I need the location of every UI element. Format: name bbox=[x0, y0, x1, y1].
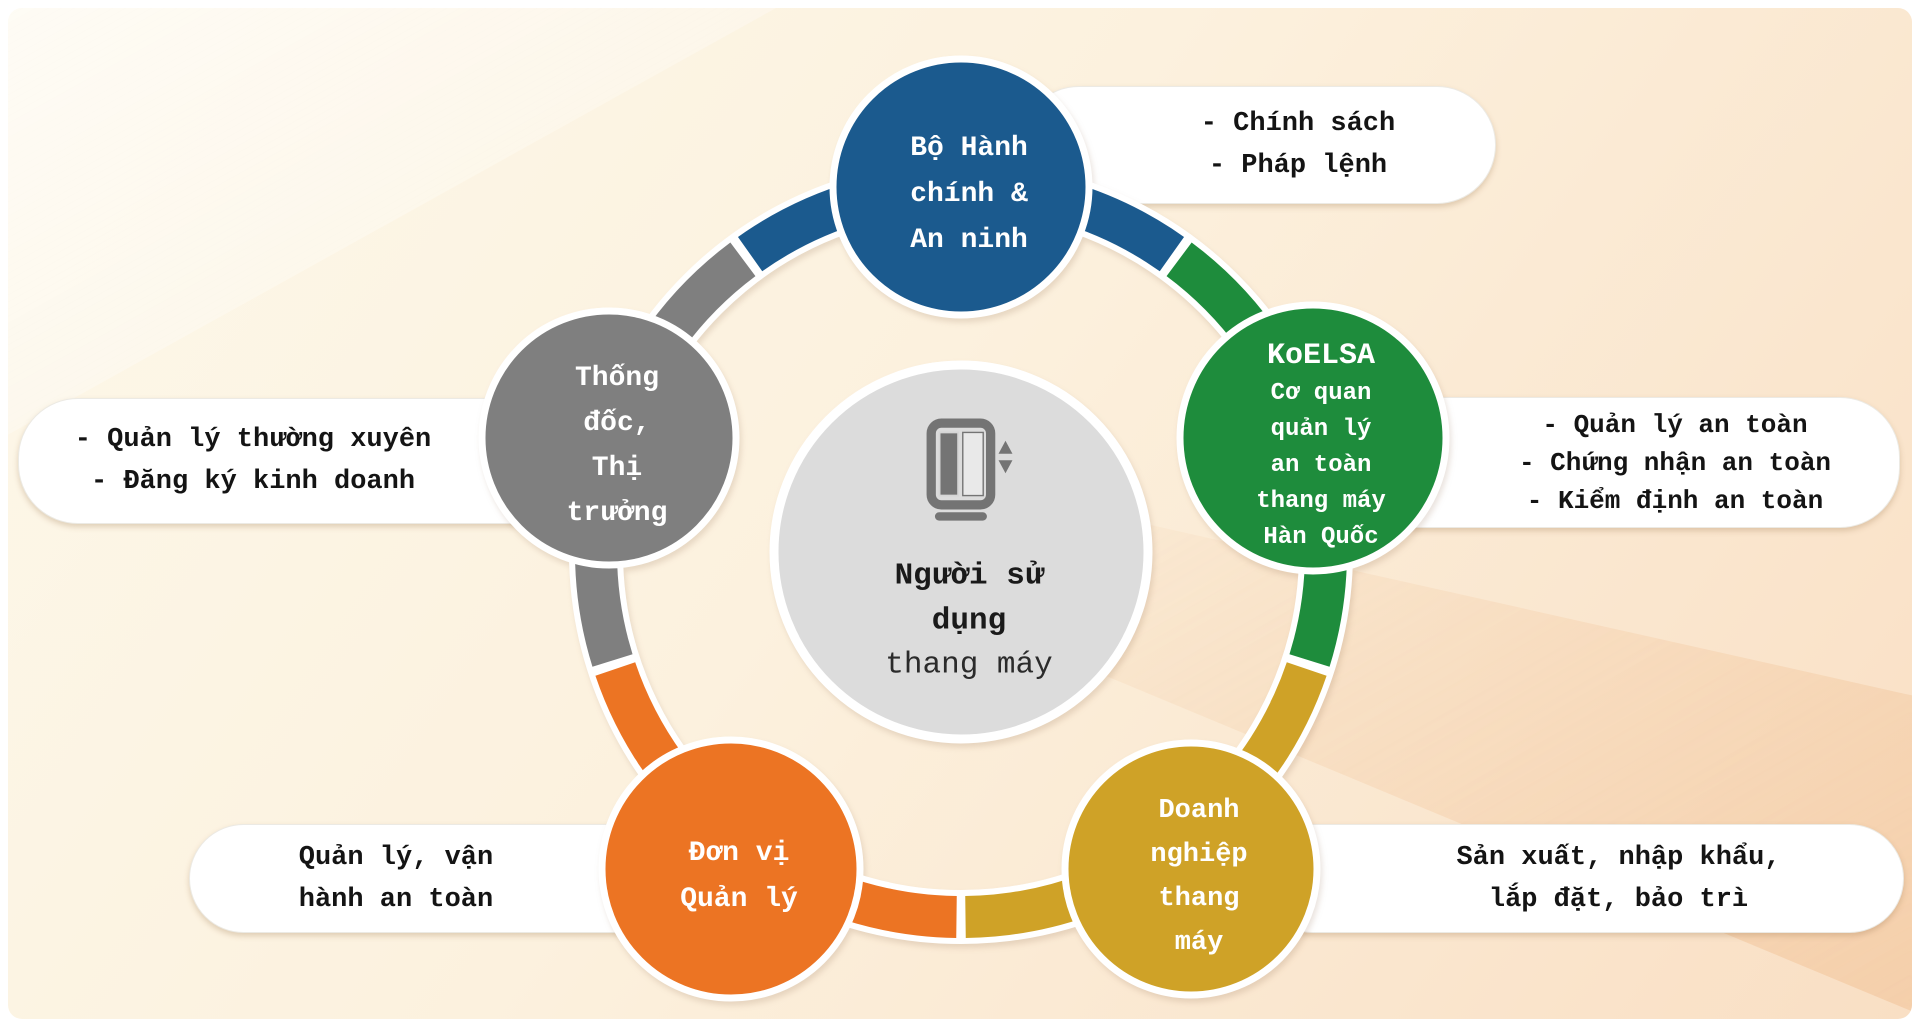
callout-enterprise-text: Sản xuất, nhập khẩu, lắp đặt, bảo trì bbox=[1456, 842, 1781, 915]
callout-koelsa-text: - Quản lý an toàn - Chứng nhận an toàn -… bbox=[1518, 409, 1832, 516]
center-node-circle bbox=[769, 360, 1153, 744]
node-circle-enterprise bbox=[1061, 739, 1321, 999]
node-circle-governor bbox=[478, 307, 740, 569]
node-label-ministry: Bộ Hành chính & An ninh bbox=[910, 133, 1028, 256]
node-circle-management bbox=[598, 736, 864, 1002]
callout-ministry: - Chính sách - Pháp lệnh bbox=[1020, 86, 1496, 204]
center-subtitle: thang máy bbox=[885, 647, 1053, 683]
callout-management: Quản lý, vận hành an toàn bbox=[189, 824, 688, 933]
callout-management-text: Quản lý, vận hành an toàn bbox=[298, 842, 494, 915]
callout-ministry-text: - Chính sách - Pháp lệnh bbox=[1200, 109, 1396, 181]
node-label-management: Đơn vị Quản lý bbox=[680, 838, 798, 915]
callout-enterprise: Sản xuất, nhập khẩu, lắp đặt, bảo trì bbox=[1258, 824, 1904, 933]
koelsa-body: Cơ quan quản lý an toàn thang máy Hàn Qu… bbox=[1256, 380, 1386, 551]
callout-governor-text: - Quản lý thường xuyên - Đăng ký kinh do… bbox=[74, 425, 432, 497]
node-circle-ministry bbox=[829, 55, 1093, 319]
elevator-icon bbox=[908, 418, 1030, 528]
node-label-enterprise: Doanh nghiệp thang máy bbox=[1150, 796, 1248, 958]
node-circle-koelsa bbox=[1176, 301, 1450, 575]
node-label-koelsa: KoELSA Cơ quan quản lý an toàn thang máy… bbox=[1256, 336, 1386, 556]
diagram-canvas: - Chính sách - Pháp lệnh - Quản lý an to… bbox=[8, 8, 1912, 1019]
node-label-governor: Thống đốc, Thị trưởng bbox=[566, 363, 668, 529]
center-node-content: Người sử dụng thang máy bbox=[885, 418, 1053, 688]
cycle-ring-graphic bbox=[478, 55, 1450, 1002]
koelsa-title: KoELSA bbox=[1266, 339, 1376, 373]
center-title: Người sử dụng bbox=[894, 558, 1044, 639]
